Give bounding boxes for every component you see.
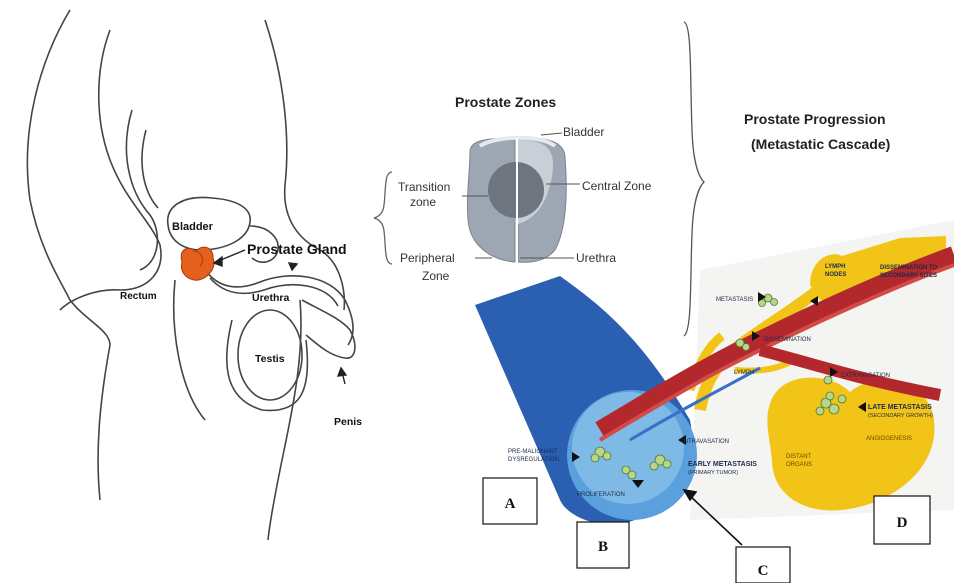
box-c: C — [736, 547, 790, 583]
rectum-inner — [142, 130, 158, 208]
label-early-metastasis-1: EARLY METASTASIS — [688, 461, 757, 468]
box-b: B — [577, 522, 629, 568]
penis-outline — [302, 300, 355, 358]
box-a-letter: A — [505, 496, 516, 512]
progression-title-2: (Metastatic Cascade) — [751, 136, 890, 152]
box-b-letter: B — [598, 539, 608, 555]
label-extravasation: EXTRAVASATION — [841, 373, 890, 379]
back-contour — [60, 30, 161, 310]
body-contour — [27, 10, 110, 500]
label-urethra: Urethra — [252, 292, 290, 304]
label-rectum: Rectum — [120, 291, 157, 302]
label-intravasation: INTRAVASATION — [682, 439, 729, 445]
label-angiogenesis: ANGIOGENESIS — [866, 436, 912, 442]
label-lymph: LYMPH — [734, 370, 754, 376]
label-lymph-nodes-1: LYMPH — [825, 264, 845, 270]
label-late-metastasis-2: (SECONDARY GROWTH) — [868, 413, 933, 419]
label-early-metastasis-2: (PRIMARY TUMOR) — [688, 470, 738, 476]
leg-contour — [268, 300, 301, 540]
label-prostate-gland: Prostate Gland — [247, 241, 347, 257]
label-bladder: Bladder — [172, 221, 214, 233]
label-premalignant-1: PRE-MALIGNANT — [508, 449, 558, 455]
rectum-wall — [126, 110, 157, 270]
label-penis: Penis — [334, 416, 362, 428]
progression-title-1: Prostate Progression — [744, 111, 886, 127]
label-proliferation: PROLIFERATION — [577, 492, 625, 498]
zones-title: Prostate Zones — [455, 94, 556, 110]
zones-left-brace — [374, 172, 392, 264]
box-c-letter: C — [758, 563, 769, 579]
label-premalignant-2: DYSREGULATION — [508, 457, 559, 463]
label-dissemination-secondary-2: SECONDARY SITES — [880, 273, 937, 279]
box-d-letter: D — [897, 515, 908, 531]
urethra-path — [205, 270, 353, 345]
label-dissemination: DISSEMINATION — [764, 337, 811, 343]
label-lymph-nodes-2: NODES — [825, 272, 846, 278]
zone-label-peripheral-2: Zone — [422, 269, 450, 283]
zone-label-central: Central Zone — [582, 179, 652, 193]
zone-label-transition-1: Transition — [398, 180, 450, 194]
label-dissemination-secondary-1: DISSEMINATION TO — [880, 265, 937, 271]
label-late-metastasis-1: LATE METASTASIS — [868, 404, 932, 411]
thigh-contour — [174, 280, 205, 420]
zones-figure — [467, 138, 566, 275]
box-d: D — [874, 496, 930, 544]
label-testis: Testis — [255, 353, 285, 365]
abdomen-contour — [265, 20, 344, 310]
zone-label-peripheral-1: Peripheral — [400, 251, 455, 265]
label-metastasis: METASTASIS — [716, 297, 753, 303]
label-distant-2: ORGANS — [786, 462, 812, 468]
label-distant-1: DISTANT — [786, 454, 812, 460]
box-a: A — [483, 478, 537, 524]
zone-label-urethra: Urethra — [576, 251, 616, 265]
zone-label-transition-2: zone — [410, 195, 436, 209]
zone-label-bladder: Bladder — [563, 125, 604, 139]
